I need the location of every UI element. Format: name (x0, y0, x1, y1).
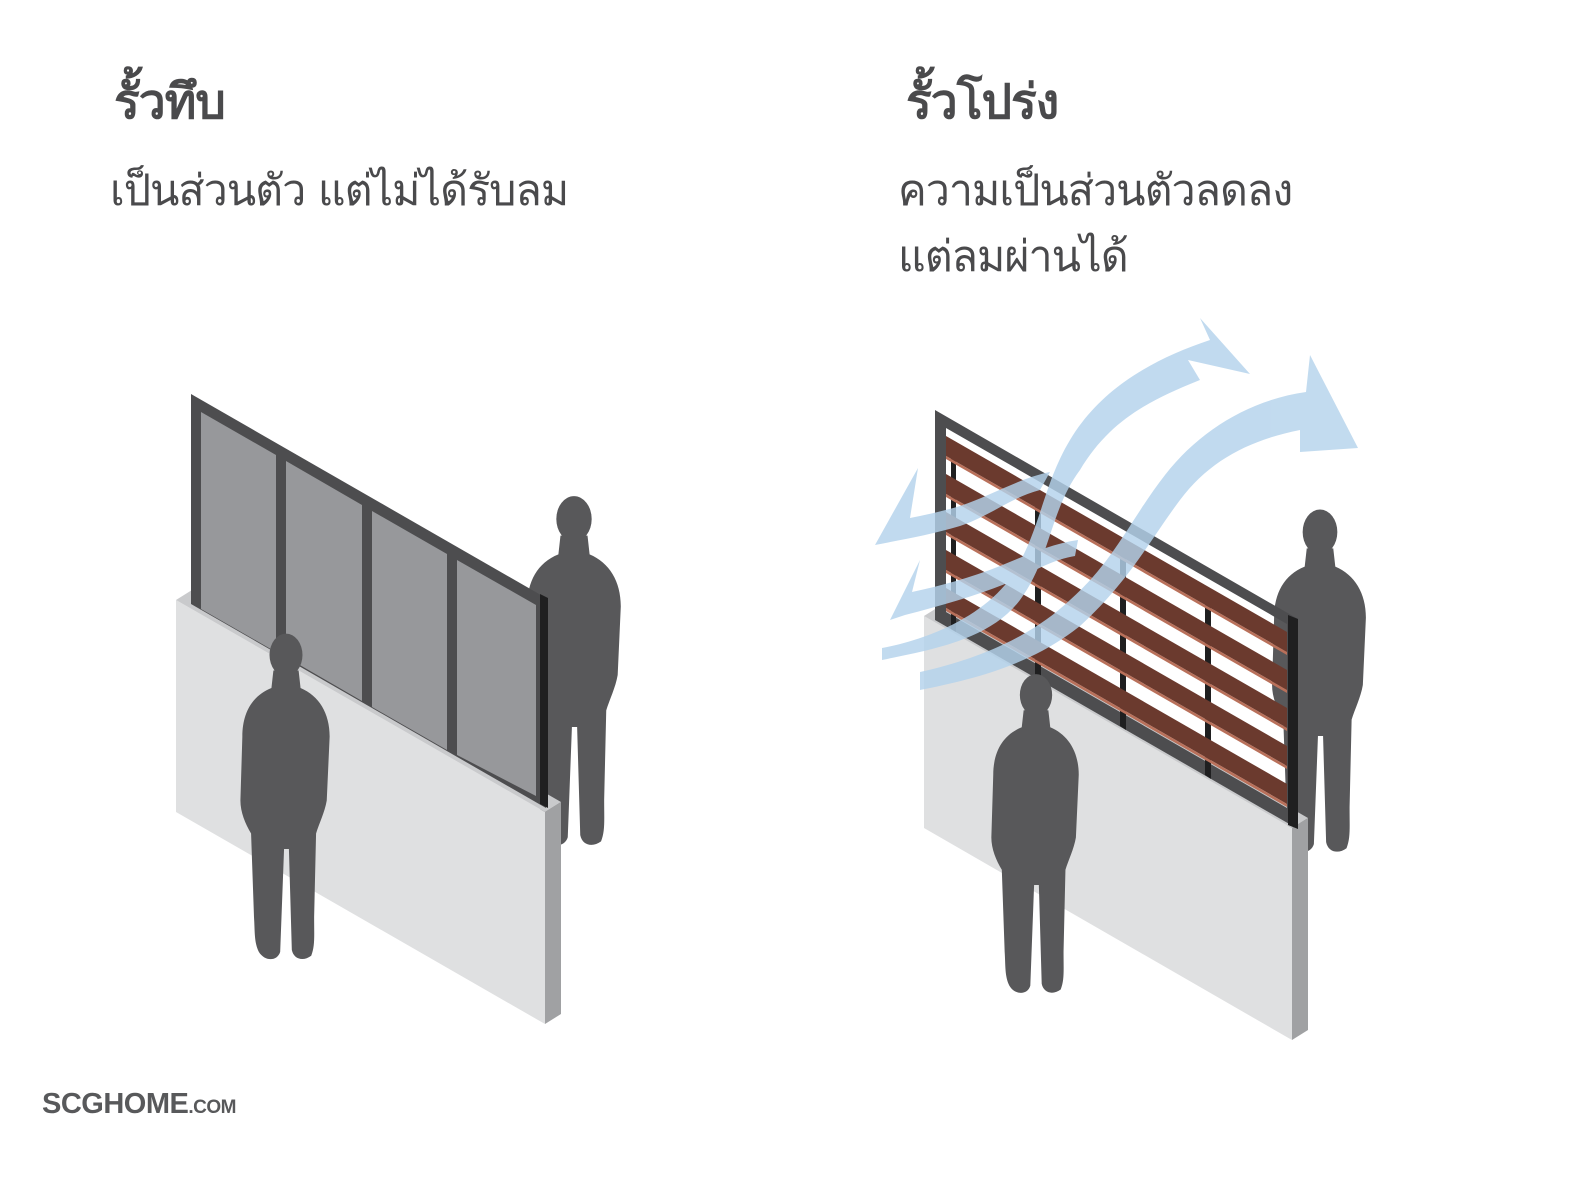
wind-arrows (875, 318, 1358, 690)
solid-panel-4 (457, 560, 536, 796)
open-fence-wall-side (1292, 818, 1308, 1040)
wind-arrow-4 (890, 540, 1078, 620)
solid-fence-wall-side (545, 802, 561, 1024)
solid-fence-description: เป็นส่วนตัว แต่ไม่ได้รับลม (110, 166, 569, 216)
open-fence-frame-edge (1288, 615, 1298, 829)
open-fence-description-line-2: แต่ลมผ่านได้ (898, 232, 1129, 282)
open-fence-wall-front (924, 616, 1292, 1040)
open-fence-description-line-1: ความเป็นส่วนตัวลดลง (898, 166, 1293, 216)
wind-arrow-3 (875, 468, 1050, 545)
solid-panel-2 (286, 461, 362, 701)
wind-arrow-2 (920, 355, 1358, 690)
solid-fence-illustration (176, 394, 621, 1024)
solid-fence-frame-edge (540, 594, 548, 808)
wood-slat-4 (946, 550, 1287, 766)
open-fence-title: รั้วโปร่ง (906, 74, 1059, 130)
solid-panel-3 (372, 511, 447, 750)
scghome-logo: SCGHOME.COM (42, 1088, 236, 1120)
open-fence-description: ความเป็นส่วนตัวลดลง แต่ลมผ่านได้ (898, 158, 1293, 290)
solid-panel-1 (201, 412, 276, 652)
solid-fence-title: รั้วทึบ (114, 74, 226, 130)
open-fence-illustration (875, 318, 1366, 1040)
wind-arrow-1 (882, 318, 1250, 660)
